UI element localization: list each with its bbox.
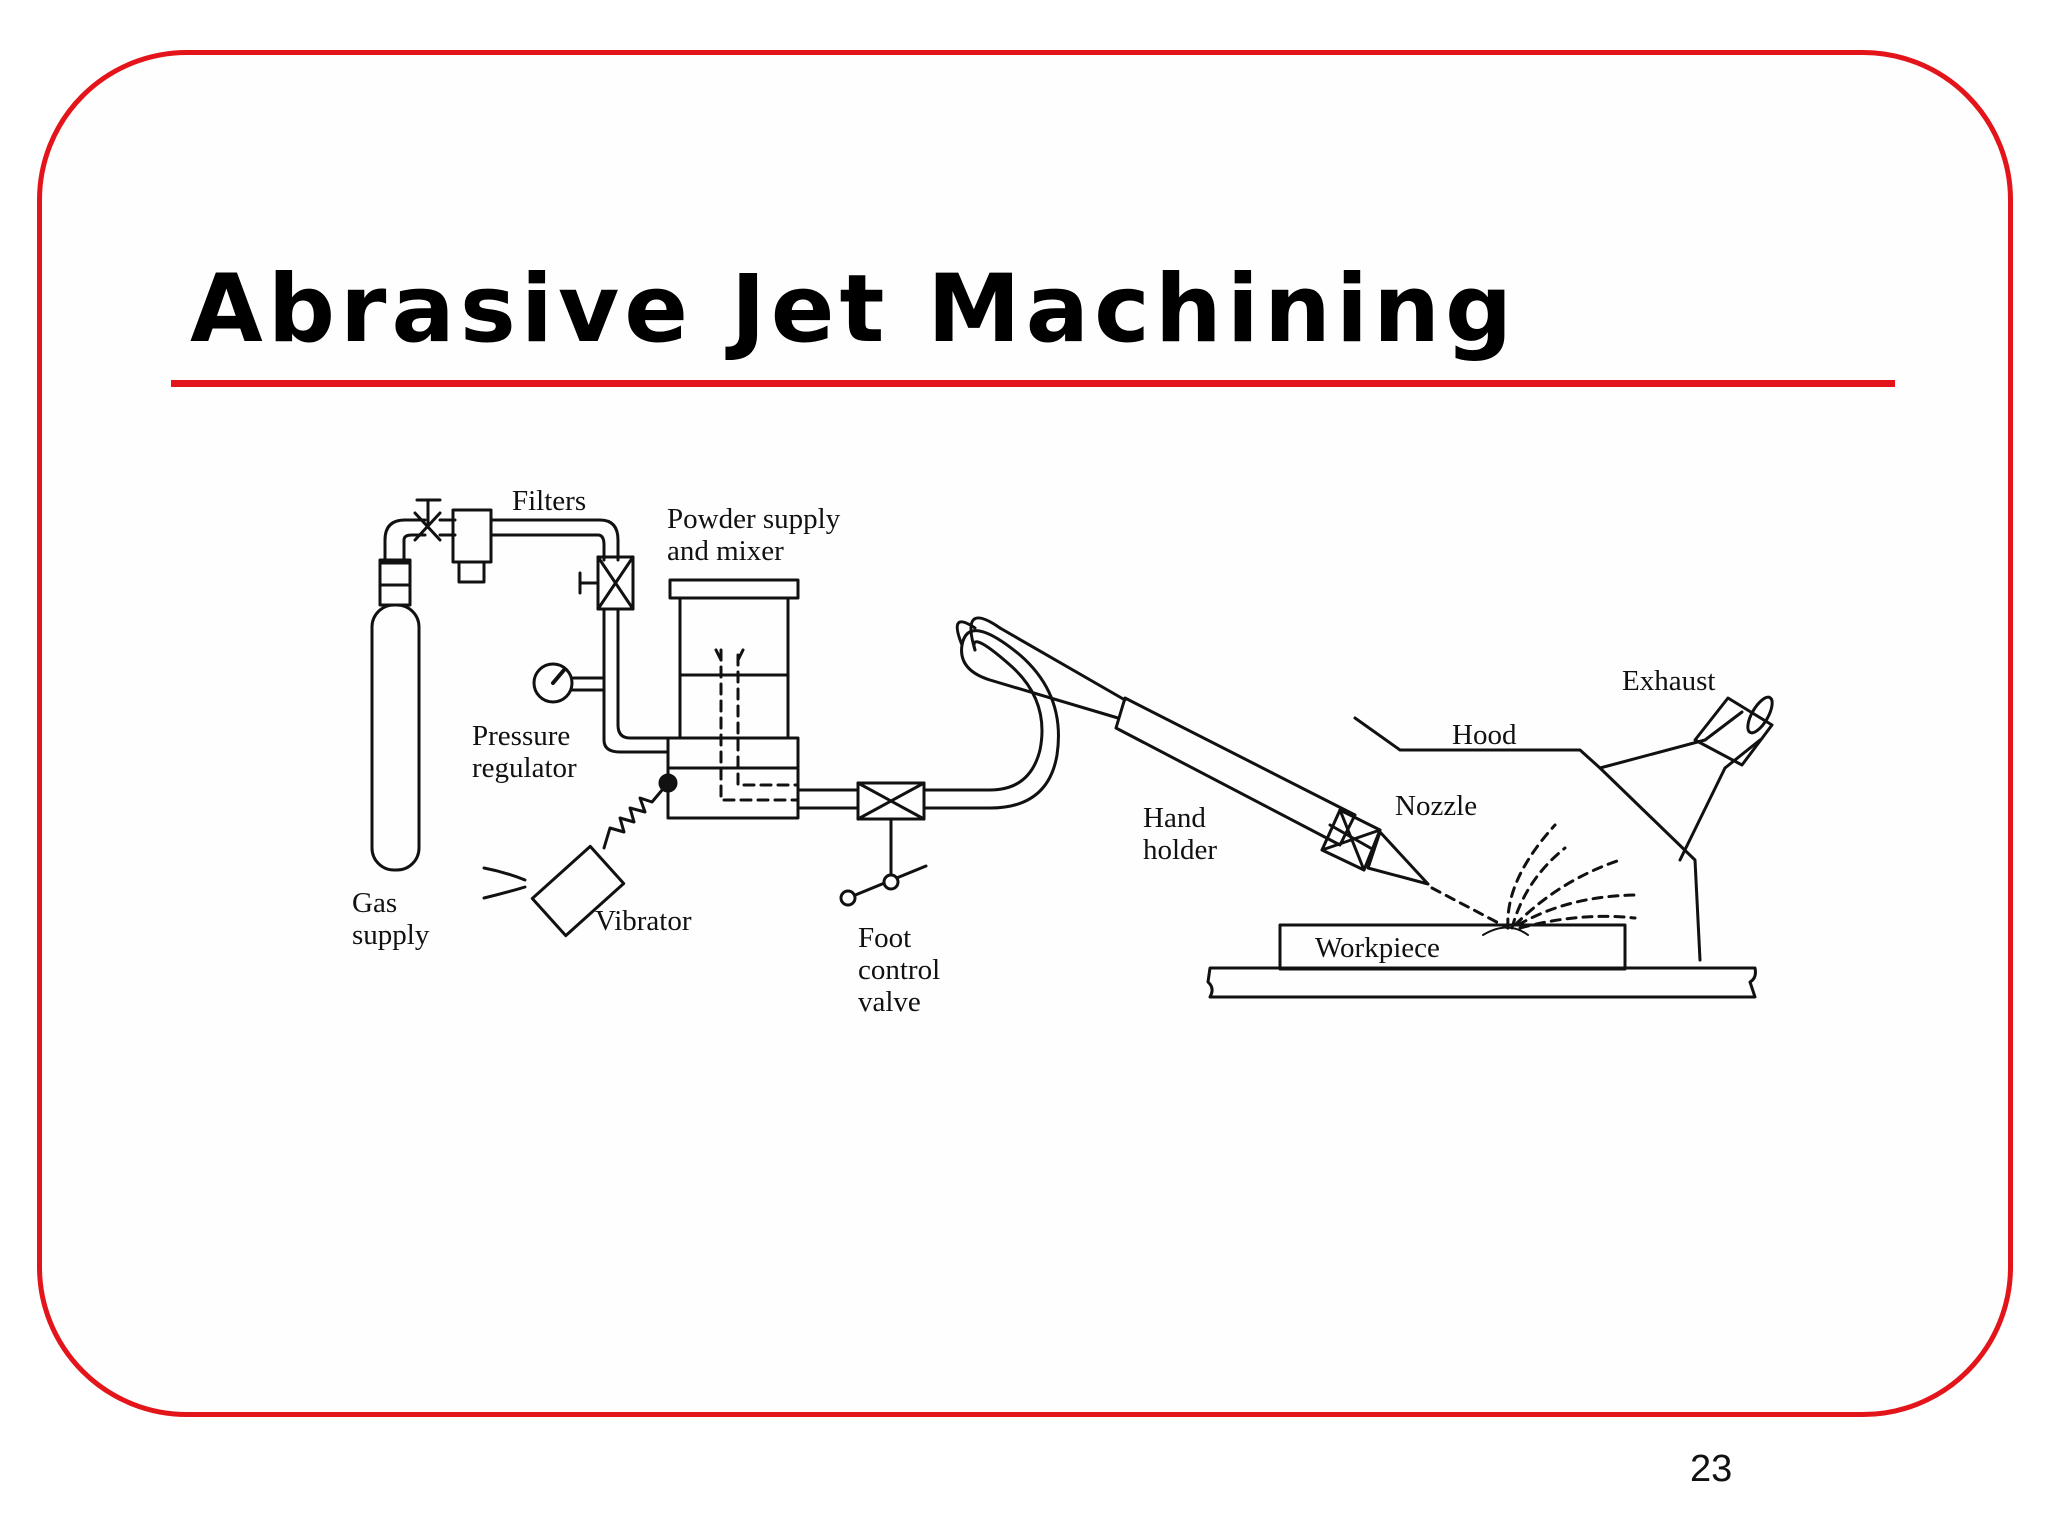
label-supply: supply (352, 919, 430, 951)
label-pressure: Pressure (472, 720, 570, 752)
label-workpiece: Workpiece (1315, 932, 1440, 964)
filter-unit (451, 508, 620, 584)
title-underline (171, 380, 1895, 387)
foot-control-valve (839, 781, 928, 907)
label-foot: Foot (858, 922, 911, 954)
label-regulator: regulator (472, 752, 577, 784)
label-exhaust: Exhaust (1622, 665, 1715, 697)
label-control: control (858, 954, 940, 986)
label-gas: Gas (352, 887, 397, 919)
vibrator (482, 773, 678, 938)
label-hood: Hood (1452, 719, 1517, 751)
slide-frame (37, 50, 2013, 1417)
cylinder-valve (413, 498, 457, 542)
pressure-gauge (532, 662, 606, 704)
label-hand: Hand (1143, 802, 1206, 834)
label-holder: holder (1143, 834, 1217, 866)
label-vibrator: Vibrator (595, 905, 692, 937)
inline-valve (578, 555, 670, 754)
slide-title: Abrasive Jet Machining (190, 255, 1518, 364)
gas-cylinder (370, 518, 427, 872)
label-powder-supply: Powder supply (667, 503, 841, 535)
nozzle (1320, 808, 1430, 886)
page-number: 23 (1690, 1448, 1733, 1490)
hood (1353, 695, 1774, 962)
flexible-hose (922, 616, 1127, 810)
label-nozzle: Nozzle (1395, 790, 1477, 822)
label-and-mixer: and mixer (667, 535, 784, 567)
work-table (1206, 966, 1757, 999)
abrasive-jet (1430, 823, 1642, 930)
diagram-labels: Filters Powder supply and mixer Pressure… (352, 485, 1715, 1018)
label-valve: valve (858, 986, 921, 1018)
powder-mixer (666, 578, 860, 820)
label-filters: Filters (512, 485, 586, 517)
